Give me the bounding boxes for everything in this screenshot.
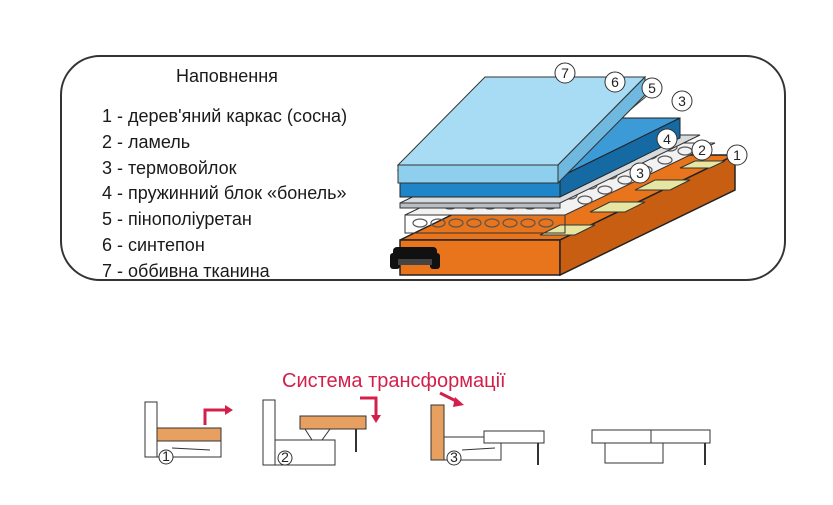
layer-number-badges: 7 6 5 3 4 2 1 3 (554, 62, 748, 184)
svg-text:7: 7 (561, 65, 569, 81)
badge-5: 5 (641, 77, 663, 99)
transformation-title: Система трансформації (282, 370, 506, 392)
svg-text:2: 2 (698, 142, 706, 158)
svg-text:3: 3 (450, 449, 458, 465)
svg-text:1: 1 (162, 448, 170, 464)
sofa-icon (390, 247, 440, 269)
transformation-steps: 1 2 3 (144, 391, 711, 466)
svg-text:6: 6 (611, 74, 619, 90)
filling-title: Наповнення (176, 66, 278, 86)
legend-item-7: 7 - оббивна тканина (102, 260, 270, 281)
frame-layer (399, 153, 736, 277)
step-4 (591, 429, 711, 465)
badge-3-top: 3 (671, 90, 693, 112)
legend-item-3: 3 - термовойлок (102, 157, 237, 178)
legend-item-5: 5 - пінополіуретан (102, 209, 252, 230)
badge-2: 2 (691, 139, 713, 161)
layers-illustration: 7 6 5 3 4 2 1 3 (390, 62, 748, 277)
badge-3-low: 3 (629, 162, 651, 184)
legend-item-2: 2 - ламель (102, 131, 191, 152)
svg-text:2: 2 (281, 449, 289, 465)
svg-text:1: 1 (733, 147, 741, 163)
step-3: 3 (430, 391, 545, 466)
badge-1: 1 (726, 144, 748, 166)
step-1: 1 (144, 401, 233, 465)
legend-item-1: 1 - дерев'яний каркас (сосна) (102, 106, 348, 126)
fabric-layer (396, 75, 647, 185)
svg-text:5: 5 (648, 80, 656, 96)
badge-6: 6 (604, 71, 626, 93)
legend-item-6: 6 - синтепон (102, 234, 205, 255)
filling-panel (60, 55, 786, 281)
badge-7: 7 (554, 62, 576, 84)
svg-text:4: 4 (663, 131, 671, 147)
legend-item-4: 4 - пружинний блок «бонель» (102, 183, 347, 204)
svg-text:3: 3 (636, 165, 644, 181)
badge-4: 4 (656, 128, 678, 150)
svg-text:3: 3 (678, 93, 686, 109)
filling-legend: 1 - дерев'яний каркас (сосна) 2 - ламель… (102, 104, 347, 285)
step-2: 2 (262, 396, 381, 466)
